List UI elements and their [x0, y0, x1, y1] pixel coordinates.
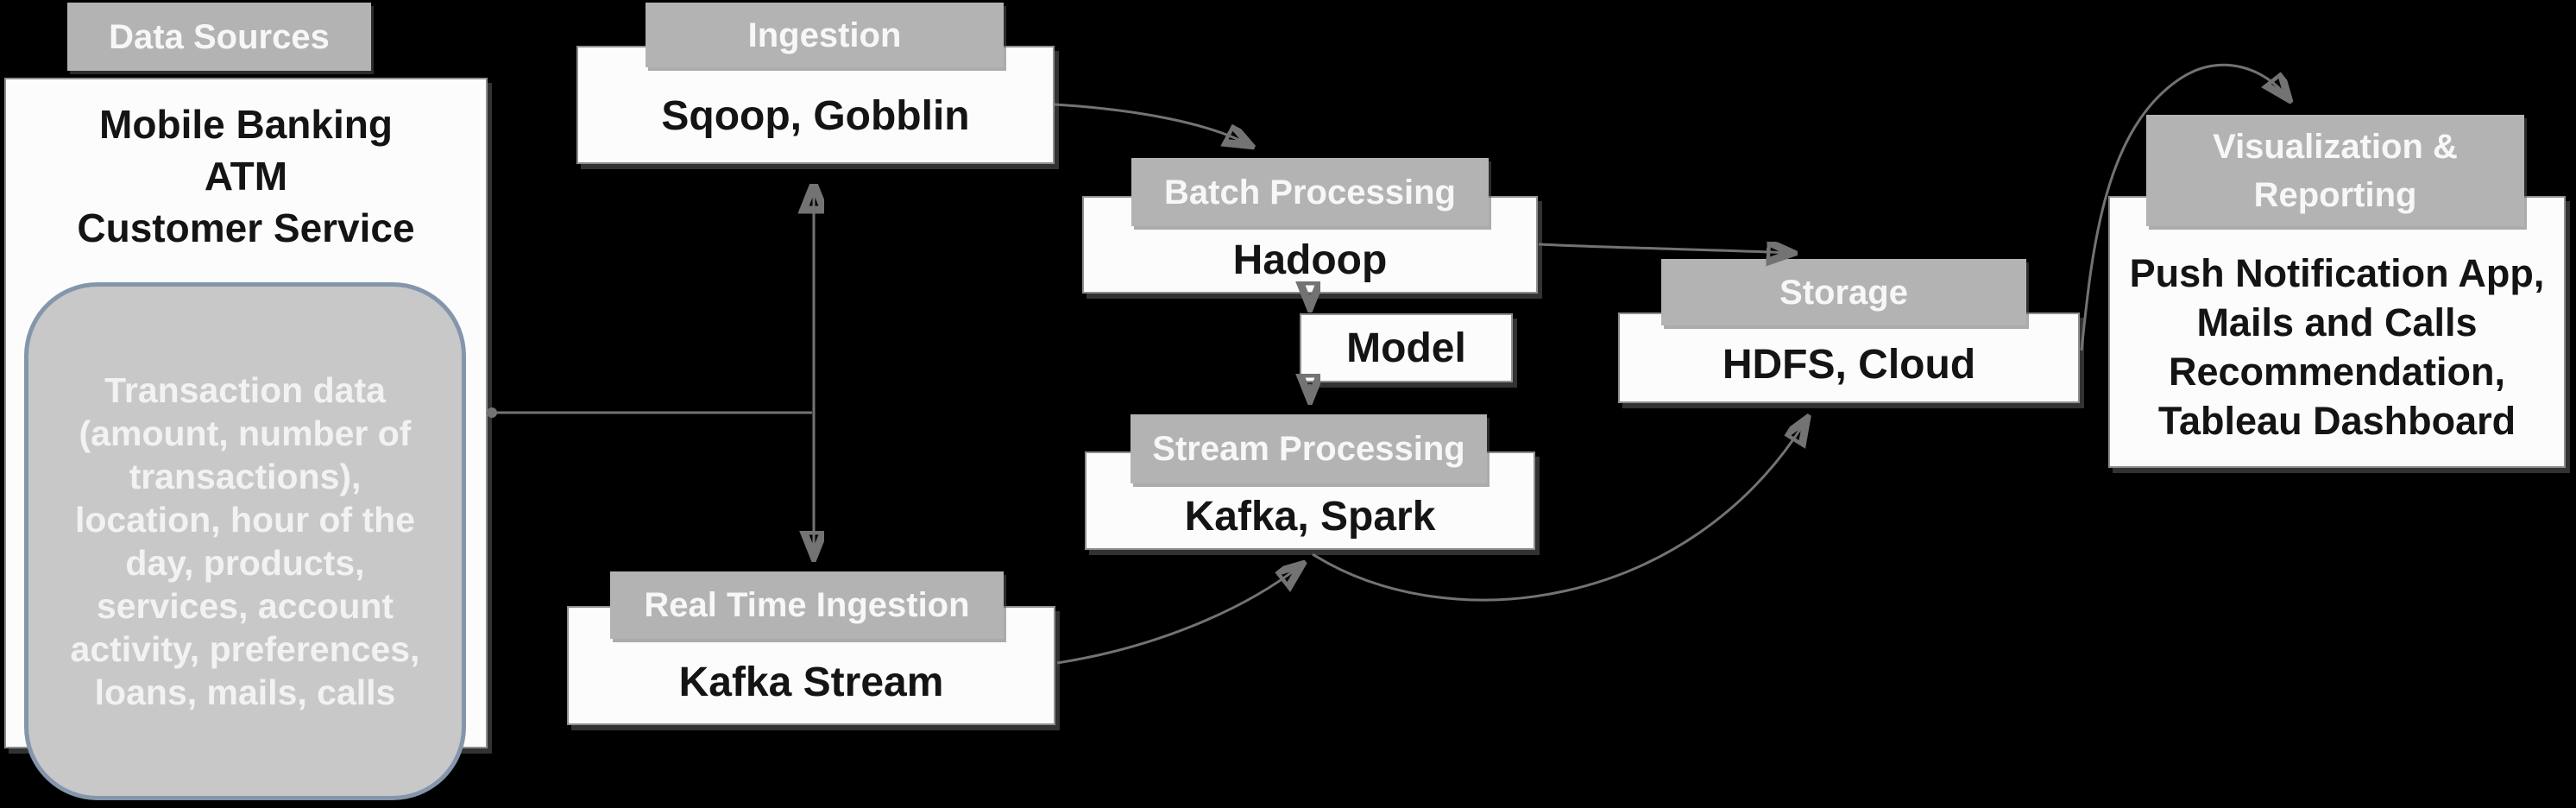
transaction-data-rounded-box: Transaction data (amount, number of tran… [24, 282, 466, 800]
stream-processing-header: Stream Processing [1131, 414, 1487, 483]
batch-processing-header: Batch Processing [1131, 158, 1489, 226]
visualization-outputs: Push Notification App, Mails and Calls R… [2129, 251, 2545, 443]
ingestion-header: Ingestion [646, 3, 1004, 67]
stream-processing-tools: Kafka, Spark [1184, 494, 1436, 540]
batch-processing-tools: Hadoop [1232, 237, 1388, 283]
arrow-hadoop-to-storage [1538, 244, 1790, 253]
real-time-ingestion-tools: Kafka Stream [678, 659, 944, 705]
visualization-reporting-header: Visualization & Reporting [2146, 115, 2524, 226]
datasources-branch-dot [487, 407, 497, 418]
storage-box: HDFS, Cloud [1618, 312, 2080, 403]
model-label: Model [1346, 325, 1466, 371]
storage-tools: HDFS, Cloud [1722, 341, 1976, 388]
arrow-kafkastream-to-stream [1056, 566, 1300, 665]
real-time-ingestion-header: Real Time Ingestion [610, 571, 1004, 639]
data-sources-list: Mobile Banking ATM Customer Service [77, 102, 415, 250]
arrow-ingestion-to-batch [1054, 103, 1248, 144]
transaction-data-text: Transaction data (amount, number of tran… [70, 370, 420, 712]
visualization-reporting-box: Push Notification App, Mails and Calls R… [2108, 196, 2566, 468]
ingestion-tools: Sqoop, Gobblin [661, 92, 970, 139]
storage-header: Storage [1661, 259, 2026, 325]
data-sources-header: Data Sources [67, 3, 371, 71]
model-box: Model [1300, 313, 1513, 382]
